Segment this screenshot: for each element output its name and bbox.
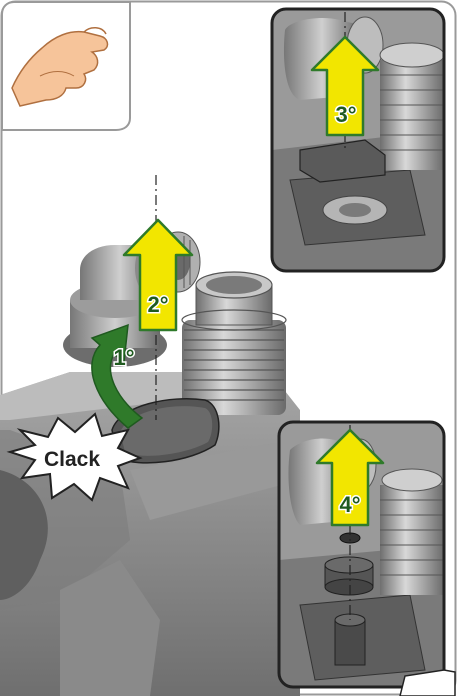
hand-inset (2, 2, 130, 130)
step-4-label: 4° (339, 492, 360, 517)
inset-step-3: 3° (272, 9, 444, 271)
step-1-label: 1° (113, 345, 134, 370)
clack-sound-text: Clack (44, 448, 100, 471)
step-2-label: 2° (147, 292, 168, 317)
ribbed-fitting-right (182, 272, 286, 415)
inset-step-4: 4° (279, 422, 444, 687)
step-3-label: 3° (335, 102, 356, 127)
